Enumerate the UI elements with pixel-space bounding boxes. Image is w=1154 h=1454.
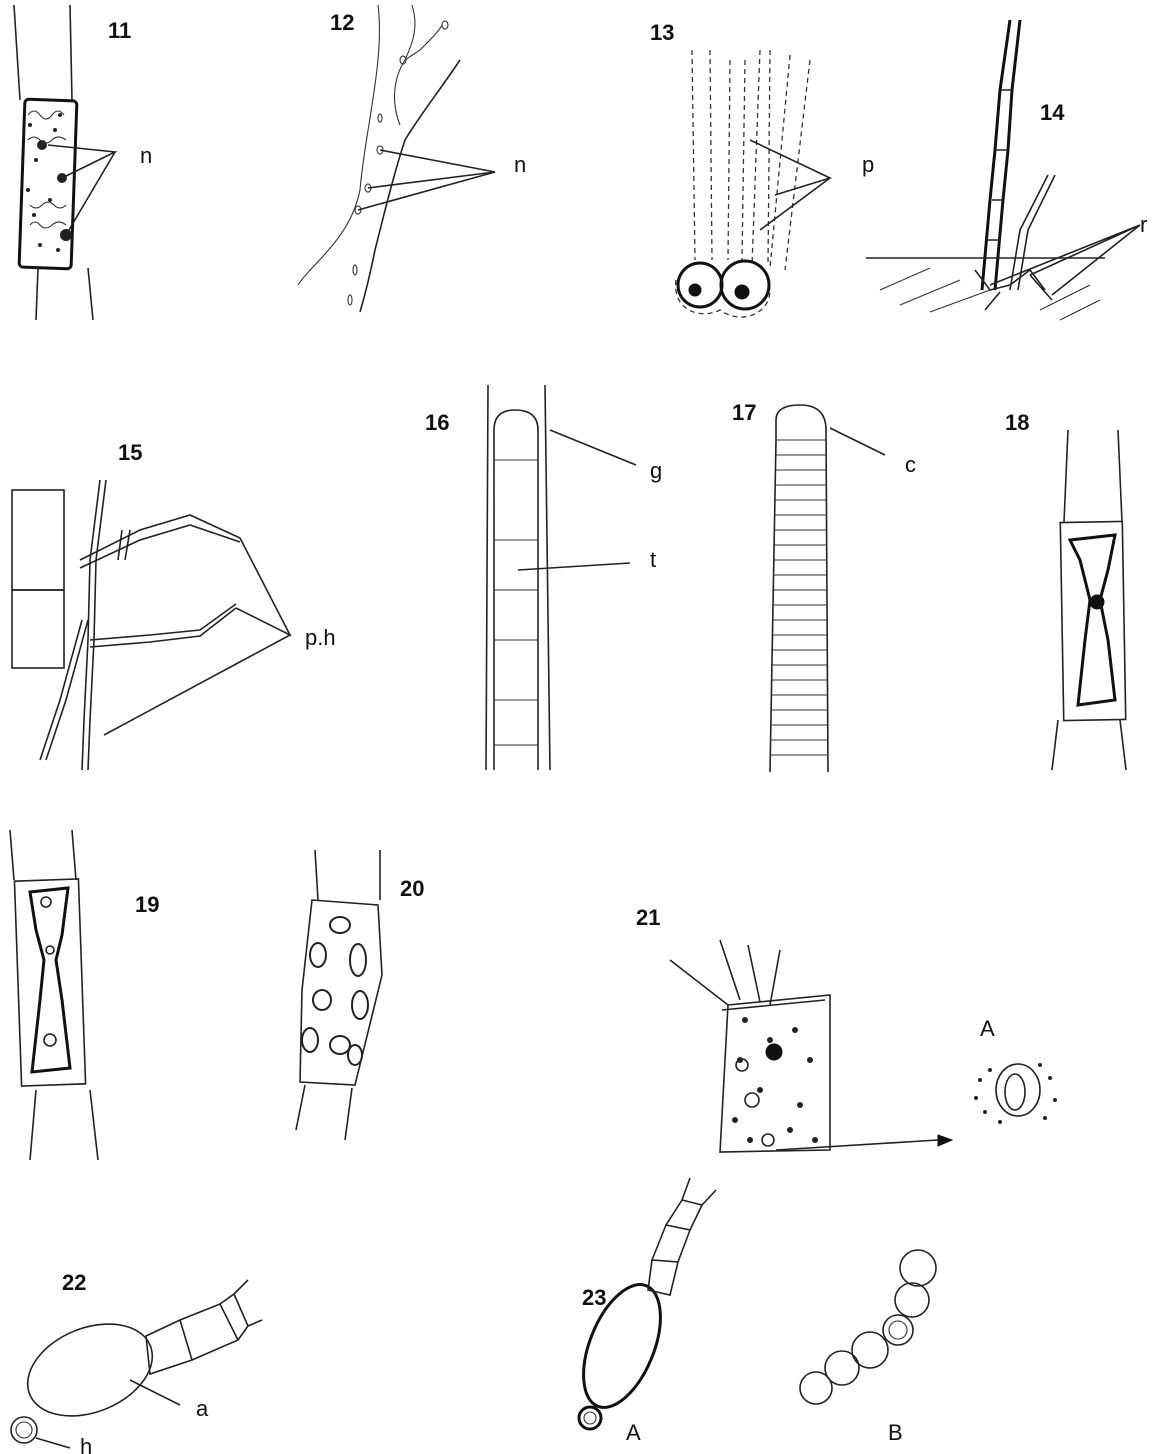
panel-19-number: 19 [135,892,159,917]
panel-23-label-B: B [888,1420,903,1445]
panel-15-number: 15 [118,440,142,465]
panel-17-number: 17 [732,400,756,425]
panel-12-number: 12 [330,10,354,35]
panel-21-number: 21 [636,905,660,930]
panel-13-label-p: p [862,152,874,177]
panel-22: 22 a h [11,1270,262,1454]
panel-22-label-h: h [80,1434,92,1454]
panel-23-label-A: A [626,1420,641,1445]
panel-15: 15 p.h [12,440,336,770]
panel-18-number: 18 [1005,410,1029,435]
panel-17: 17 c [732,400,916,772]
panel-11: 11 n [14,5,152,320]
panel-19: 19 [10,830,159,1160]
panel-16: 16 g t [425,385,662,770]
panel-22-number: 22 [62,1270,86,1295]
panel-14: 14 r [866,20,1147,320]
panel-23-number: 23 [582,1285,606,1310]
panel-16-label-g: g [650,458,662,483]
panel-16-label-t: t [650,547,656,572]
panel-13: 13 p [650,20,874,317]
panel-23: 23 A B [568,1178,936,1445]
panel-22-label-a: a [196,1396,209,1421]
panel-12: 12 n [298,5,526,312]
panel-20-number: 20 [400,876,424,901]
panel-12-label-n: n [514,152,526,177]
panel-14-number: 14 [1040,100,1065,125]
panel-20: 20 [296,850,424,1140]
panel-11-number: 11 [108,18,131,43]
panel-15-label-ph: p.h [305,625,336,650]
panel-21: 21 A [636,905,1057,1152]
panel-13-number: 13 [650,20,674,45]
panel-18: 18 [1005,410,1126,770]
panel-16-number: 16 [425,410,449,435]
panel-17-label-c: c [905,452,916,477]
panel-14-label-r: r [1140,212,1147,237]
panel-21-label-A: A [980,1016,995,1041]
panel-11-label-n: n [140,143,152,168]
